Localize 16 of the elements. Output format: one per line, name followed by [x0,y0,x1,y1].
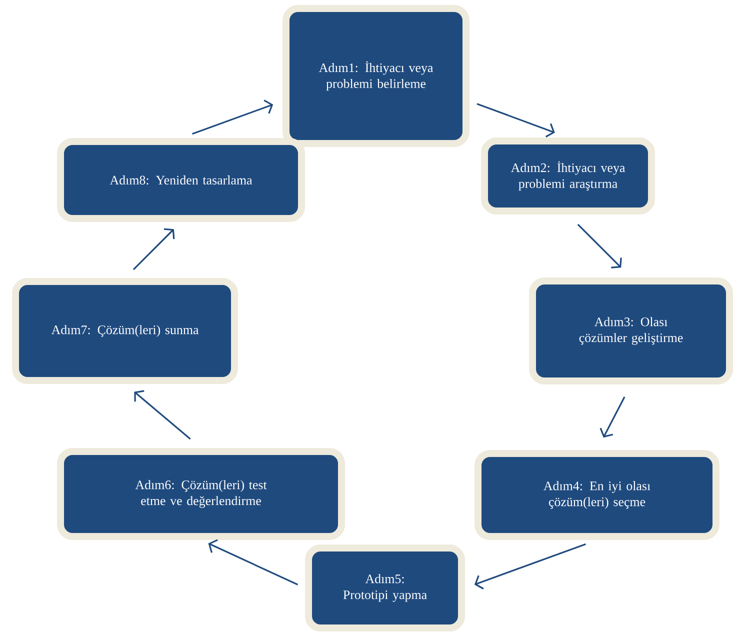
arrow [476,103,555,138]
step-box: Adım2: İhtiyacı veya problemi araştırma [481,138,655,214]
arrow [474,543,586,590]
arrow [132,228,175,270]
arrow [192,100,274,135]
arrow [600,396,626,438]
step-box: Adım3: Olası çözümler geliştirme [529,278,733,384]
arrow [577,224,622,268]
arrow [134,390,191,440]
step-box: Adım5: Prototipi yapma [305,544,465,632]
step-box: Adım7: Çözüm(leri) sunma [12,278,238,384]
arrow [208,539,298,586]
step-box: Adım6: Çözüm(leri) test etme ve değerlendirme [57,448,345,540]
step-box: Adım4: En iyi olası çözüm(leri) seçme [474,450,720,540]
step-box: Adım1: İhtiyacı veya problemi belirleme [282,5,470,147]
step-box: Adım8: Yeniden tasarlama [57,138,305,222]
